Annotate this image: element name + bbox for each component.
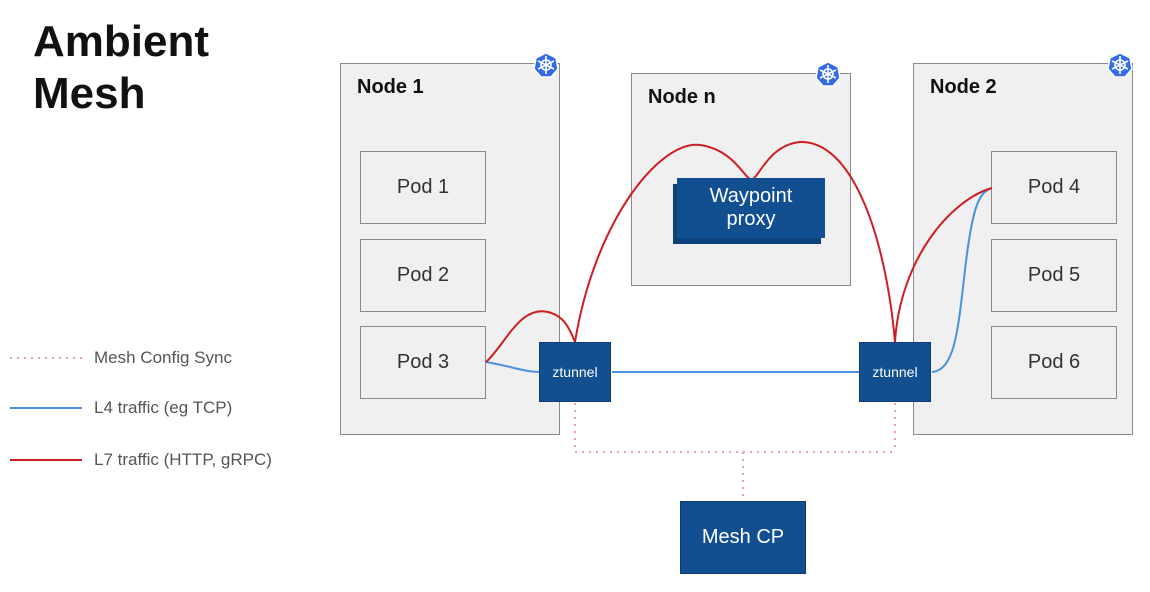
legend-blue-swatch: [10, 407, 82, 409]
title-line-1: Ambient: [33, 17, 209, 66]
legend-red-swatch: [10, 459, 82, 461]
waypoint-proxy: Waypoint proxy: [677, 178, 825, 238]
node-2-label: Node 2: [930, 76, 997, 98]
pod-5: Pod 5: [991, 239, 1117, 312]
pod-1: Pod 1: [360, 151, 486, 224]
node-1-label: Node 1: [357, 76, 424, 98]
ztunnel-node-2: ztunnel: [859, 342, 931, 402]
legend-label: L7 traffic (HTTP, gRPC): [94, 450, 272, 469]
legend-label: L4 traffic (eg TCP): [94, 398, 233, 417]
pod-4: Pod 4: [991, 151, 1117, 224]
title-line-2: Mesh: [33, 69, 146, 118]
pod-3: Pod 3: [360, 326, 486, 399]
node-n-label: Node n: [648, 86, 716, 108]
kubernetes-icon: [533, 52, 559, 78]
ztunnel-node-1: ztunnel: [539, 342, 611, 402]
legend-l7-traffic: L7 traffic (HTTP, gRPC): [10, 450, 272, 470]
pod-2: Pod 2: [360, 239, 486, 312]
mesh-control-plane: Mesh CP: [680, 501, 806, 574]
l4-traffic-lines: [485, 187, 993, 373]
waypoint-line-2: proxy: [726, 208, 776, 230]
legend-mesh-config-sync: Mesh Config Sync: [10, 348, 232, 368]
page-title: Ambient Mesh: [33, 16, 209, 120]
pod-6: Pod 6: [991, 326, 1117, 399]
waypoint-line-1: Waypoint: [709, 185, 793, 207]
legend-label: Mesh Config Sync: [94, 348, 232, 367]
l7-traffic-lines: [485, 140, 993, 363]
legend-dotted-swatch: [10, 357, 82, 359]
kubernetes-icon: [1107, 52, 1133, 78]
kubernetes-icon: [815, 61, 841, 87]
legend-l4-traffic: L4 traffic (eg TCP): [10, 398, 232, 418]
mesh-config-sync-lines: [574, 403, 896, 501]
